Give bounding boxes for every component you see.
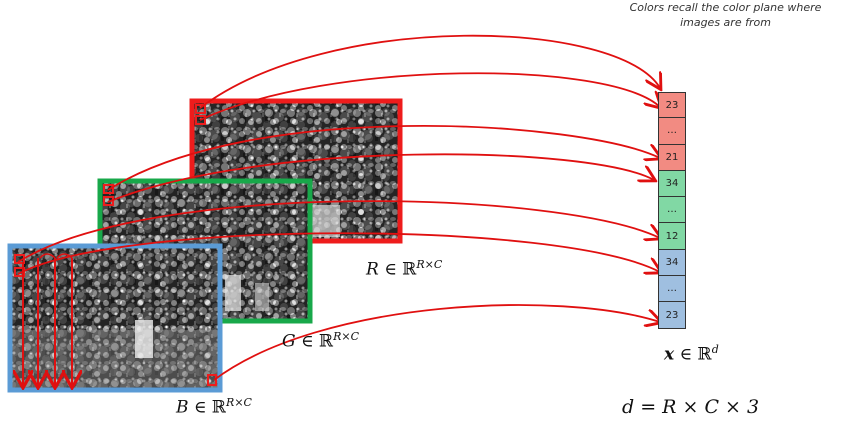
r-dims: R×C (416, 258, 443, 271)
blue-plane (7, 243, 223, 393)
color-caption: Colors recall the color plane where imag… (608, 0, 843, 30)
vector-cell: … (658, 118, 686, 145)
vector-cell: … (658, 197, 686, 224)
r-symbol: R (366, 259, 379, 280)
vector-cell: 12 (658, 223, 686, 250)
g-dims: R×C (333, 330, 360, 343)
r-set: ℝ (402, 259, 417, 280)
x-symbol: x (664, 344, 675, 365)
mapping-arrows (17, 34, 660, 381)
vector-cell: 23 (658, 302, 686, 329)
vector-cell: … (658, 276, 686, 303)
caption-line-2: images are from (680, 16, 771, 29)
g-plane-label: G ∈ ℝR×C (282, 330, 360, 352)
g-set: ℝ (319, 331, 334, 352)
b-symbol: B (176, 397, 189, 418)
b-plane-label: B ∈ ℝR×C (176, 396, 252, 418)
x-dims: d (711, 343, 719, 356)
g-symbol: G (282, 331, 296, 352)
dimension-formula: d = R × C × 3 (622, 396, 760, 418)
x-set: ℝ (697, 344, 712, 365)
vector-label: x ∈ ℝd (664, 343, 719, 365)
caption-line-1: Colors recall the color plane where (629, 1, 822, 14)
flattened-vector: 23 … 21 34 … 12 34 … 23 (658, 92, 686, 329)
r-plane-label: R ∈ ℝR×C (366, 258, 443, 280)
vector-cell: 21 (658, 144, 686, 171)
vector-cell: 34 (658, 249, 686, 277)
b-set: ℝ (211, 397, 227, 418)
vector-cell: 23 (658, 92, 686, 119)
b-dims: R×C (226, 396, 252, 409)
vector-cell: 34 (658, 170, 686, 198)
